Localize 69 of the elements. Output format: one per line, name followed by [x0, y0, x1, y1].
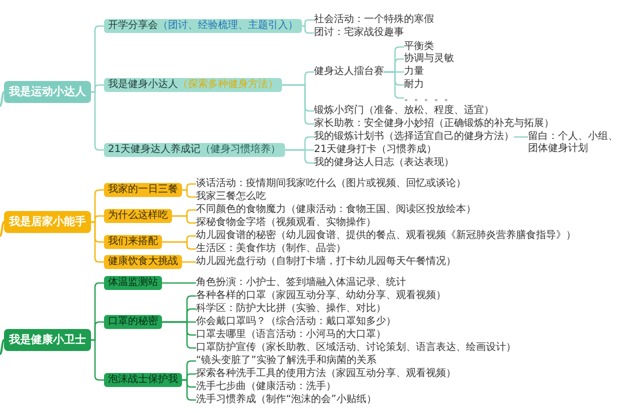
branch-line: [182, 379, 196, 401]
subtopic-note: （探索多种健身方法）: [178, 79, 278, 90]
branch-text: 口罩防护宣传（家长助教、区域活动、讨论策划、语言表达、绘画设计）: [196, 342, 516, 354]
subtopic-box: 为什么这样吃: [104, 209, 172, 223]
main-topic-box: 我是运动小达人: [4, 81, 91, 103]
branch-text: 口罩去哪里（语言活动：小河马的大口罩）: [196, 329, 386, 341]
branch-text: 21天健身打卡（习惯养成）: [314, 144, 437, 156]
branch-text: 。。。。。: [404, 92, 454, 104]
branch-text: 团讨：宅家战役趣事: [314, 27, 404, 39]
main-topic-box: 我是健康小卫士: [4, 329, 91, 351]
branch-line: [162, 282, 196, 284]
branch-line: [91, 339, 104, 381]
branch-text: 各种各样的口罩（家园互动分享、幼幼分享、观看视频）: [196, 290, 446, 302]
branch-line: [162, 241, 196, 250]
subtopic-title: 21天健身达人养成记: [108, 144, 201, 155]
branch-line: [182, 261, 196, 263]
subtopic-title: 我是健身小达人: [108, 79, 178, 90]
branch-text: 社会活动：一个特殊的寒假: [314, 14, 434, 26]
branch-text: 幼儿园光盘行动（自制打卡墙，打卡幼儿园每天午餐情况）: [196, 256, 456, 268]
branch-line: [284, 149, 314, 164]
branch-line: [282, 84, 314, 125]
branch-text: 家长助教：安全健身小妙招（正确锻炼的补充与拓展）: [314, 118, 554, 130]
subtopic-note: （健身习惯培养）: [200, 144, 281, 155]
subtopic-box: [104, 19, 302, 33]
branch-text: 健身达人擂台赛: [314, 66, 384, 78]
subtopic-box: 我们来搭配: [104, 235, 162, 249]
subtopic-title: 开学分享会: [108, 20, 158, 31]
branch-line: [0, 339, 5, 355]
branch-line: [162, 321, 196, 349]
branch-text: 角色扮演：小护士、签到墙融入体温记录、统计: [196, 277, 406, 289]
branch-line: [91, 91, 104, 151]
main-topic-box: 我是居家小能手: [4, 211, 91, 233]
branch-text: 我的健身达人日志（表达表现）: [314, 157, 454, 169]
branch-text: 耐力: [404, 79, 424, 91]
subtopic-box: 我家的一日三餐: [104, 183, 182, 197]
branch-text: 平衡类: [404, 41, 434, 53]
branch-text: 留白：个人、小组、团体健身计划: [528, 131, 618, 155]
branch-line: [91, 221, 104, 263]
branch-text: 锻炼小窍门（准备、放松、程度、适宜）: [314, 105, 494, 117]
subtopic-box: 健康饮食大挑战: [104, 255, 182, 269]
branch-line: [172, 215, 196, 224]
subtopic-box: 体温监测站: [104, 276, 162, 290]
branch-line: [302, 25, 314, 34]
branch-text: 协调与灵敏: [404, 53, 454, 65]
subtopic-box: [104, 143, 285, 157]
branch-line: [0, 221, 5, 237]
branch-text: 不同颜色的食物魔力（健康活动：食物王国、阅读区投放绘本）: [196, 204, 476, 216]
branch-text: “镜头变脏了”实验了解洗手和病菌的关系: [196, 355, 376, 367]
branch-text: 力量: [404, 66, 424, 78]
branch-text: 幼儿园食谱的秘密（幼儿园食谱、提供的餐点、观看视频《新冠肺炎营养膳食指导》）: [196, 230, 576, 242]
branch-text: 探索各种洗手工具的使用方法（家园互动分享、观看视频）: [196, 368, 456, 380]
subtopic-box: 泡沫战士保护我: [104, 373, 182, 387]
branch-text: 科学区：防护大比拼（实验、操作、对比）: [196, 303, 386, 315]
branch-line: [0, 91, 5, 107]
subtopic-box: [104, 78, 282, 92]
branch-text: 我家三餐怎么吃: [196, 191, 266, 203]
branch-line: [514, 136, 528, 138]
branch-text: 你会戴口罩吗？（综合活动：戴口罩知多少）: [196, 316, 396, 328]
branch-line: [384, 71, 404, 99]
branch-text: 洗手七步曲（健康活动：洗手）: [196, 381, 336, 393]
subtopic-note: （团讨、经验梳理、主题引入）: [158, 20, 298, 31]
branch-line: [302, 19, 314, 27]
branch-line: [182, 189, 196, 198]
branch-text: 我的锻炼计划书（选择适宜自己的健身方法）: [314, 131, 514, 143]
subtopic-box: 口罩的秘密: [104, 315, 162, 329]
branch-text: 探秘食物金字塔（视频观看、实物操作）: [196, 217, 376, 229]
branch-text: 生活区：美食作坊（制作、品尝）: [196, 243, 346, 255]
branch-text: 洗手习惯养成（制作“泡沫的会”小贴纸）: [196, 394, 376, 406]
branch-text: 谈话活动：疫情期间我家吃什么（图片或视频、回忆或谈论）: [196, 178, 466, 190]
